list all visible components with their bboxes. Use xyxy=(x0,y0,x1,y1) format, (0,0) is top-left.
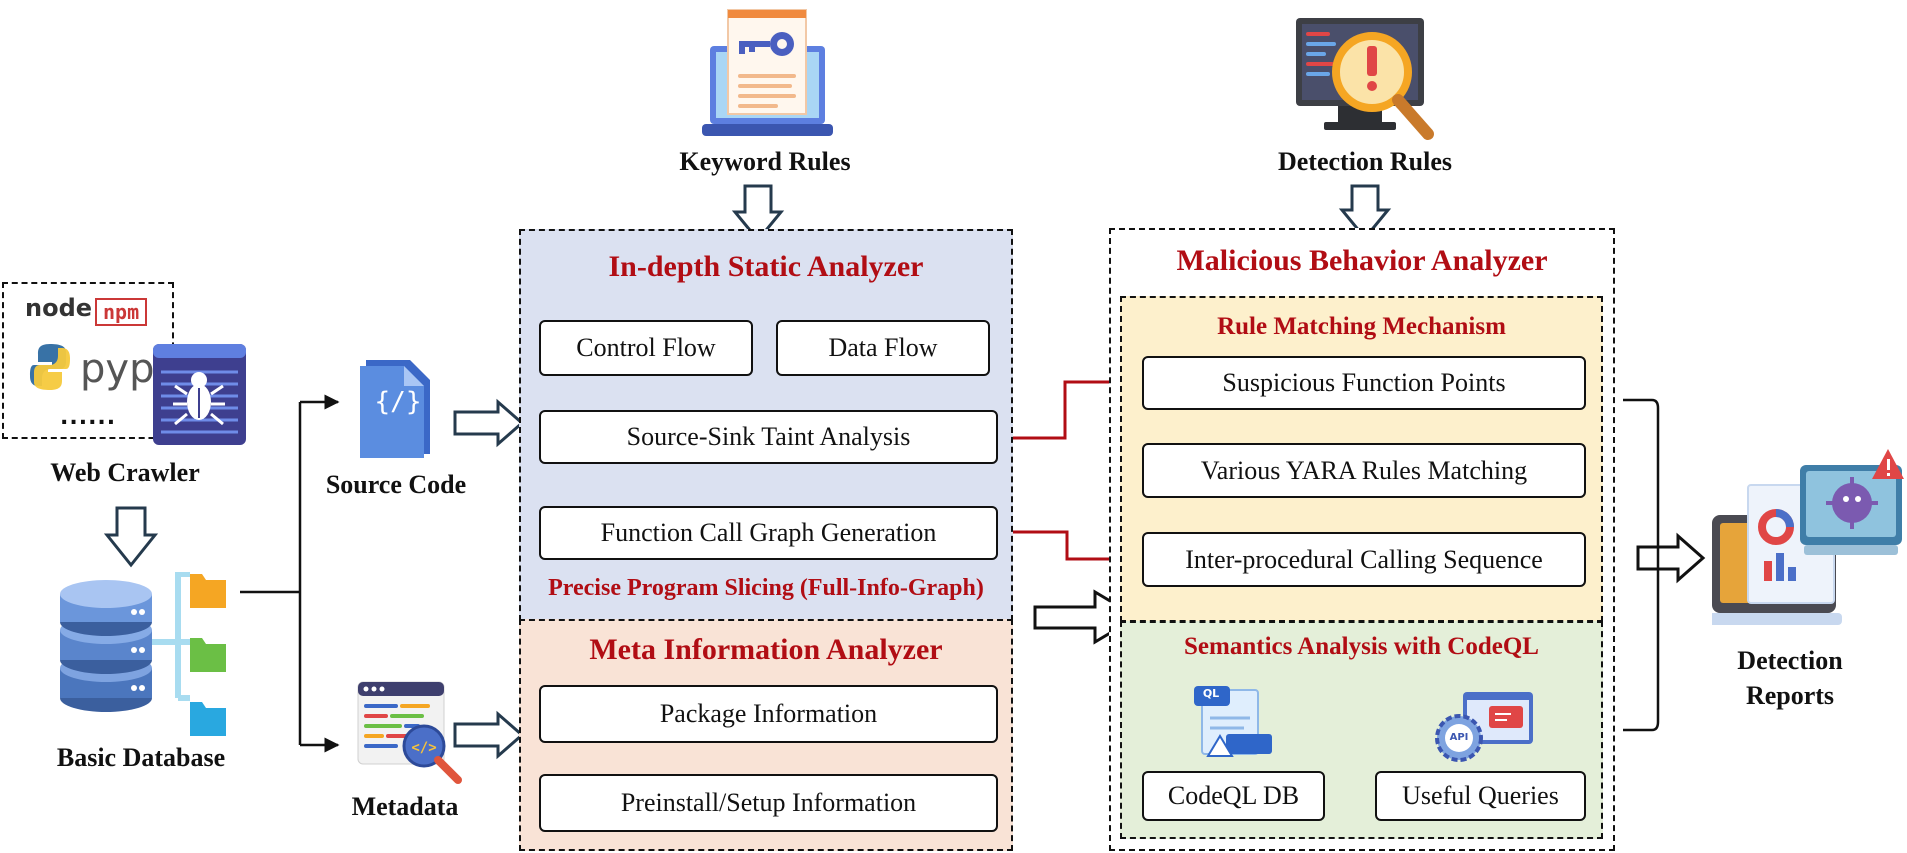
crawler-to-db-arrow xyxy=(103,506,159,568)
call-graph-box: Function Call Graph Generation xyxy=(539,506,998,560)
detection-reports-label-line1: Detection xyxy=(1737,646,1843,675)
detection-rules-arrow xyxy=(1338,184,1392,241)
keyword-rules-icon xyxy=(702,9,833,136)
folder-icons xyxy=(190,574,226,736)
static-analyzer-title: In-depth Static Analyzer xyxy=(608,250,924,283)
metadata-icon: </> xyxy=(357,681,462,784)
keyword-rules-label: Keyword Rules xyxy=(679,147,851,176)
detection-rules-label: Detection Rules xyxy=(1277,147,1452,176)
web-crawler-label: Web Crawler xyxy=(50,458,200,487)
npm-logo: npm xyxy=(95,298,148,326)
program-slicing-label: Precise Program Slicing (Full-Info-Graph… xyxy=(548,575,984,601)
detection-reports-label-line2: Reports xyxy=(1745,681,1835,710)
rule-matching-title: Rule Matching Mechanism xyxy=(1217,313,1506,340)
crawler-spider-icon xyxy=(153,344,246,445)
node-logo: node xyxy=(25,294,93,322)
meta-analyzer-title: Meta Information Analyzer xyxy=(589,633,943,666)
keyword-rules-arrow xyxy=(731,184,785,243)
python-icon xyxy=(30,344,70,390)
codeql-db-icon xyxy=(1194,686,1272,757)
metadata-to-meta-arrow xyxy=(453,710,525,760)
source-to-static-arrow xyxy=(453,398,525,448)
callgraph-to-sequence-arrow xyxy=(998,530,1143,567)
ellipsis: ...... xyxy=(60,405,117,430)
suspicious-function-points-box: Suspicious Function Points xyxy=(1142,356,1586,410)
preinstall-information-box: Preinstall/Setup Information xyxy=(539,774,998,832)
taint-to-suspicious-arrow xyxy=(998,374,1143,440)
basic-database-label: Basic Database xyxy=(56,743,226,772)
to-reports-arrow xyxy=(1636,532,1706,584)
behavior-bracket xyxy=(1623,398,1660,732)
taint-analysis-box: Source-Sink Taint Analysis xyxy=(539,410,998,464)
behavior-analyzer-title: Malicious Behavior Analyzer xyxy=(1176,244,1548,277)
detection-rules-icon xyxy=(1296,18,1434,140)
metadata-label: Metadata xyxy=(351,792,459,821)
codeql-db-box: CodeQL DB xyxy=(1142,771,1325,821)
useful-queries-box: Useful Queries xyxy=(1375,771,1586,821)
api-tag: API xyxy=(1449,732,1469,743)
yara-rules-matching-box: Various YARA Rules Matching xyxy=(1142,443,1586,498)
calling-sequence-box: Inter-procedural Calling Sequence xyxy=(1142,532,1586,587)
code-glyph: {/} xyxy=(374,387,422,417)
source-code-icon xyxy=(360,360,430,458)
semantics-title: Semantics Analysis with CodeQL xyxy=(1184,633,1539,660)
svg-text:</>: </> xyxy=(411,740,436,756)
detection-reports-icon xyxy=(1712,449,1904,625)
ql-tag: QL xyxy=(1202,687,1220,700)
control-flow-box: Control Flow xyxy=(539,320,753,376)
source-code-label: Source Code xyxy=(325,470,467,499)
data-flow-box: Data Flow xyxy=(776,320,990,376)
useful-queries-icon xyxy=(1435,692,1533,762)
database-icon xyxy=(60,572,190,712)
pypi-logo: pypi xyxy=(80,346,166,392)
package-information-box: Package Information xyxy=(539,685,998,743)
